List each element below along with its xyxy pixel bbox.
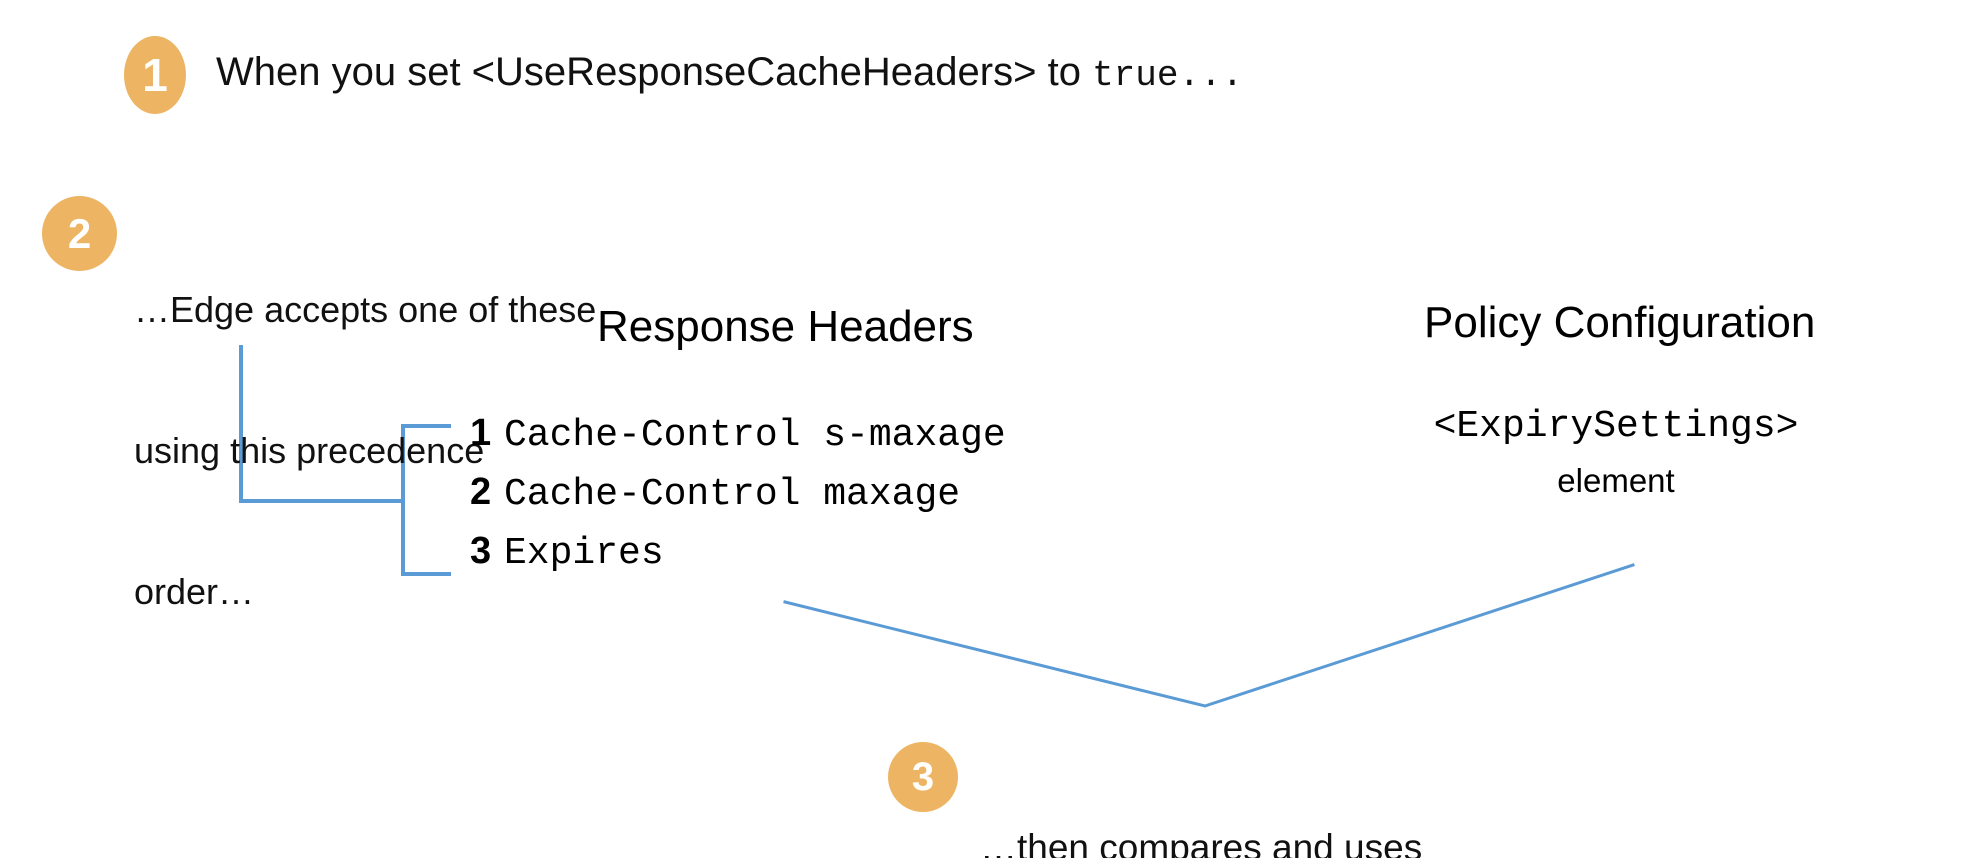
- step-2-badge: 2: [42, 196, 117, 271]
- precedence-list: 1 Cache-Control s-maxage 2 Cache-Control…: [470, 412, 1006, 589]
- precedence-item-1-label: Cache-Control s-maxage: [504, 414, 1006, 457]
- precedence-item-2-number: 2: [470, 471, 492, 513]
- step-1-number: 1: [142, 49, 168, 101]
- step-3-caption: …then compares and uses the lesser of th…: [980, 730, 1422, 858]
- step-1-caption-prefix: When you set <UseResponseCacheHeaders> t…: [216, 50, 1093, 94]
- step-3-number: 3: [911, 755, 935, 799]
- policy-element-name: <ExpirySettings>: [1433, 405, 1799, 448]
- precedence-item-3: 3 Expires: [470, 530, 1006, 589]
- precedence-item-1-number: 1: [470, 412, 492, 454]
- step-2-caption-line-3: order…: [134, 571, 255, 612]
- step-3-caption-line-1: …then compares and uses: [980, 827, 1423, 858]
- step-3-badge: 3: [888, 742, 958, 812]
- step-1-caption-value: true...: [1092, 55, 1244, 96]
- precedence-item-3-label: Expires: [504, 532, 664, 575]
- step-1-badge: 1: [124, 36, 186, 114]
- response-headers-heading: Response Headers: [597, 302, 974, 351]
- policy-element-word: element: [1557, 462, 1675, 499]
- step-2-caption-line-1: …Edge accepts one of these: [134, 289, 597, 330]
- step-2-caption-line-2: using this precedence: [134, 430, 485, 471]
- precedence-item-1: 1 Cache-Control s-maxage: [470, 412, 1006, 471]
- policy-configuration-heading: Policy Configuration: [1424, 298, 1816, 347]
- step-1-caption: When you set <UseResponseCacheHeaders> t…: [216, 46, 1243, 102]
- step-2-number: 2: [67, 209, 92, 257]
- precedence-item-2-label: Cache-Control maxage: [504, 473, 961, 516]
- precedence-item-2: 2 Cache-Control maxage: [470, 471, 1006, 530]
- step-2-caption: …Edge accepts one of these using this pr…: [134, 192, 596, 709]
- precedence-item-3-number: 3: [470, 530, 492, 572]
